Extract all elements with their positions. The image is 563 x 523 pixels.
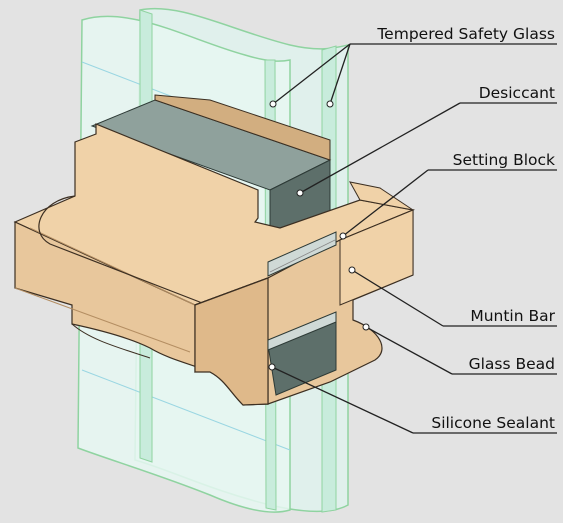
desiccant-lower bbox=[267, 311, 337, 396]
label-desiccant: Desiccant bbox=[479, 84, 555, 102]
label-setting-block: Setting Block bbox=[453, 151, 555, 169]
label-glass-bead: Glass Bead bbox=[469, 355, 555, 373]
muntin-bar-body bbox=[13, 123, 416, 406]
setting-block bbox=[267, 231, 337, 277]
leader-lines bbox=[271, 43, 557, 434]
leader-dots bbox=[268, 100, 370, 371]
label-silicone-sealant: Silicone Sealant bbox=[431, 414, 555, 432]
label-muntin-bar: Muntin Bar bbox=[470, 307, 555, 325]
label-tempered-safety-glass: Tempered Safety Glass bbox=[376, 25, 555, 43]
